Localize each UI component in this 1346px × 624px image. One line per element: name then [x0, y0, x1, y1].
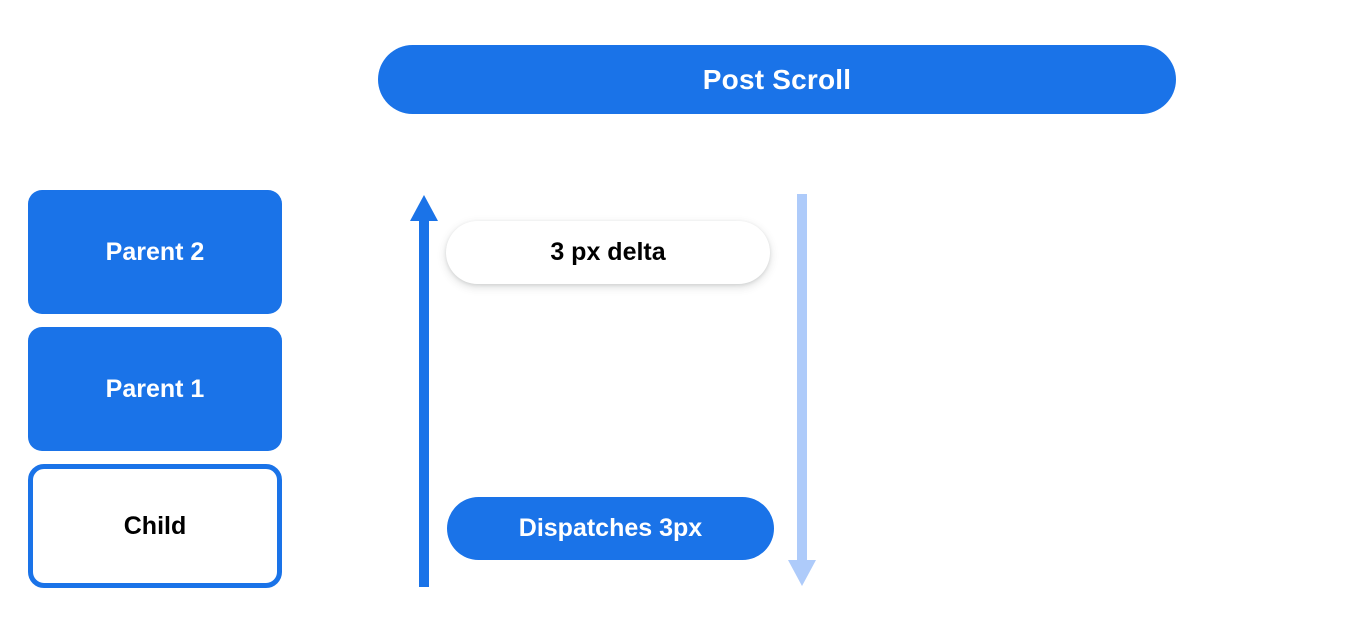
dispatch-pill[interactable]: Dispatches 3px	[447, 497, 774, 560]
delta-pill-label: 3 px delta	[550, 238, 666, 266]
scroll-down-arrow-icon	[788, 194, 816, 586]
scroll-up-arrow-icon	[410, 195, 438, 587]
delta-pill[interactable]: 3 px delta	[446, 221, 770, 284]
node-parent-1-label: Parent 1	[105, 374, 205, 403]
dispatch-pill-label: Dispatches 3px	[518, 514, 703, 542]
node-child[interactable]: Child	[28, 464, 282, 588]
node-child-label: Child	[123, 511, 187, 540]
node-parent-2-label: Parent 2	[105, 237, 205, 266]
node-parent-2[interactable]: Parent 2	[28, 190, 282, 314]
node-stack: Parent 2 Parent 1 Child	[28, 190, 282, 588]
post-scroll-banner[interactable]: Post Scroll	[378, 45, 1176, 114]
node-parent-1[interactable]: Parent 1	[28, 327, 282, 451]
post-scroll-banner-label: Post Scroll	[702, 63, 852, 95]
